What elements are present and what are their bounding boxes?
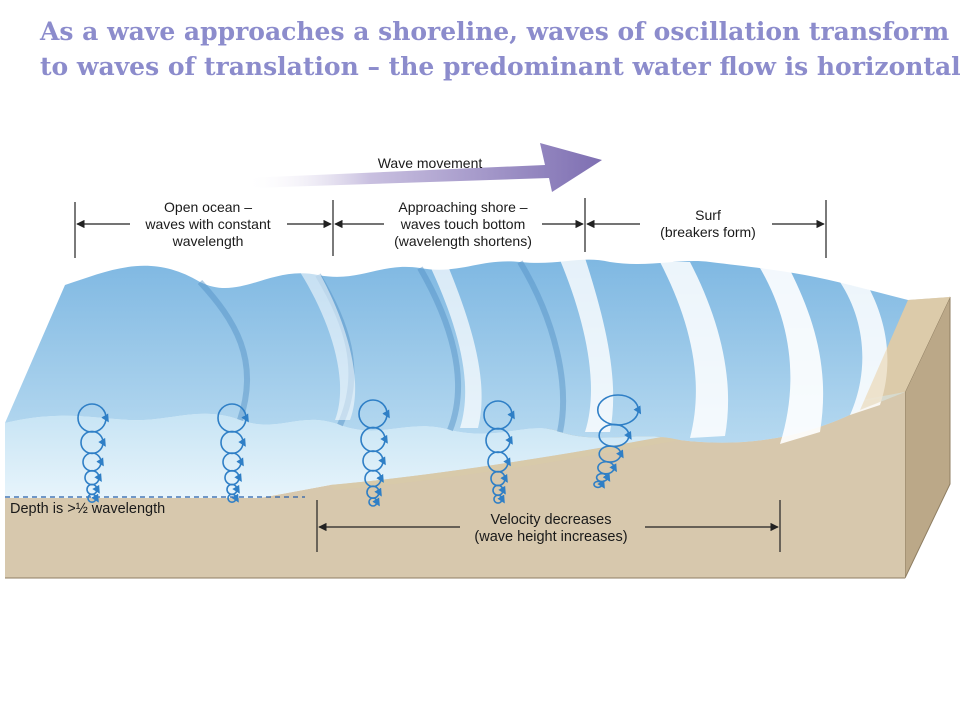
orbit-arrow xyxy=(94,473,102,483)
orbital-paths xyxy=(77,394,642,507)
orbit-arrow xyxy=(234,473,242,483)
orbit-arrow xyxy=(602,473,611,482)
orbit-arrow xyxy=(101,413,109,423)
orbit-arrow xyxy=(376,473,384,483)
orbit-arrow xyxy=(374,487,382,497)
orbit-arrow xyxy=(238,437,246,447)
zone-label-open-ocean: Open ocean – waves with constant wavelen… xyxy=(144,199,270,249)
zone-approaching-line2: waves touch bottom xyxy=(400,216,526,232)
orbit-arrow xyxy=(597,479,605,489)
orbit-arrow xyxy=(498,485,506,495)
orbit-arrow xyxy=(497,494,505,504)
velocity-indicator: Velocity decreases (wave height increase… xyxy=(316,500,781,552)
zone-approaching-line1: Approaching shore – xyxy=(398,199,527,215)
orbit-arrow xyxy=(500,474,508,483)
orbit-arrow xyxy=(624,430,632,440)
wave-movement-label: Wave movement xyxy=(378,155,483,171)
orbit-arrow xyxy=(98,437,106,447)
wave-movement-arrow: Wave movement xyxy=(245,143,602,192)
orbit-arrow xyxy=(505,435,513,445)
zone-open-ocean-line3: wavelength xyxy=(172,233,244,249)
orbit-arrow xyxy=(507,410,515,420)
orbit-arrow xyxy=(503,457,511,467)
depth-indicator: Depth is >½ wavelength xyxy=(5,496,305,517)
zone-dimension-lines xyxy=(74,198,827,258)
zone-label-approaching-shore: Approaching shore – waves touch bottom (… xyxy=(394,199,532,249)
zone-open-ocean-line1: Open ocean – xyxy=(164,199,252,215)
orbit-arrow xyxy=(96,457,104,467)
orbit-arrow xyxy=(236,457,244,467)
orbit-arrow xyxy=(616,449,624,459)
zone-label-surf: Surf (breakers form) xyxy=(660,207,756,240)
orbit-arrow xyxy=(382,409,390,419)
orbit-arrow xyxy=(633,405,642,415)
zone-surf-line2: (breakers form) xyxy=(660,224,756,240)
zone-surf-line1: Surf xyxy=(695,207,721,223)
orbit-arrow xyxy=(380,434,388,444)
orbit-arrow xyxy=(378,456,386,466)
orbit-arrow xyxy=(92,484,100,494)
velocity-label-line1: Velocity decreases xyxy=(491,512,612,528)
velocity-label-line2: (wave height increases) xyxy=(474,529,627,545)
orbit-arrow xyxy=(609,463,617,473)
title-line-1: As a wave approaches a shoreline, waves … xyxy=(40,17,950,46)
orbit-arrow xyxy=(232,484,240,494)
depth-label: Depth is >½ wavelength xyxy=(10,501,165,517)
zone-approaching-line3: (wavelength shortens) xyxy=(394,233,532,249)
slide-title: As a wave approaches a shoreline, waves … xyxy=(40,14,960,84)
orbit-arrow xyxy=(241,413,249,423)
water-surface xyxy=(5,258,950,444)
orbit-arrow xyxy=(372,497,380,507)
title-line-2: to waves of translation – the predominan… xyxy=(40,52,960,81)
orbit-arrow xyxy=(91,493,99,503)
orbit-arrow xyxy=(231,493,239,503)
zone-open-ocean-line2: waves with constant xyxy=(144,216,270,232)
